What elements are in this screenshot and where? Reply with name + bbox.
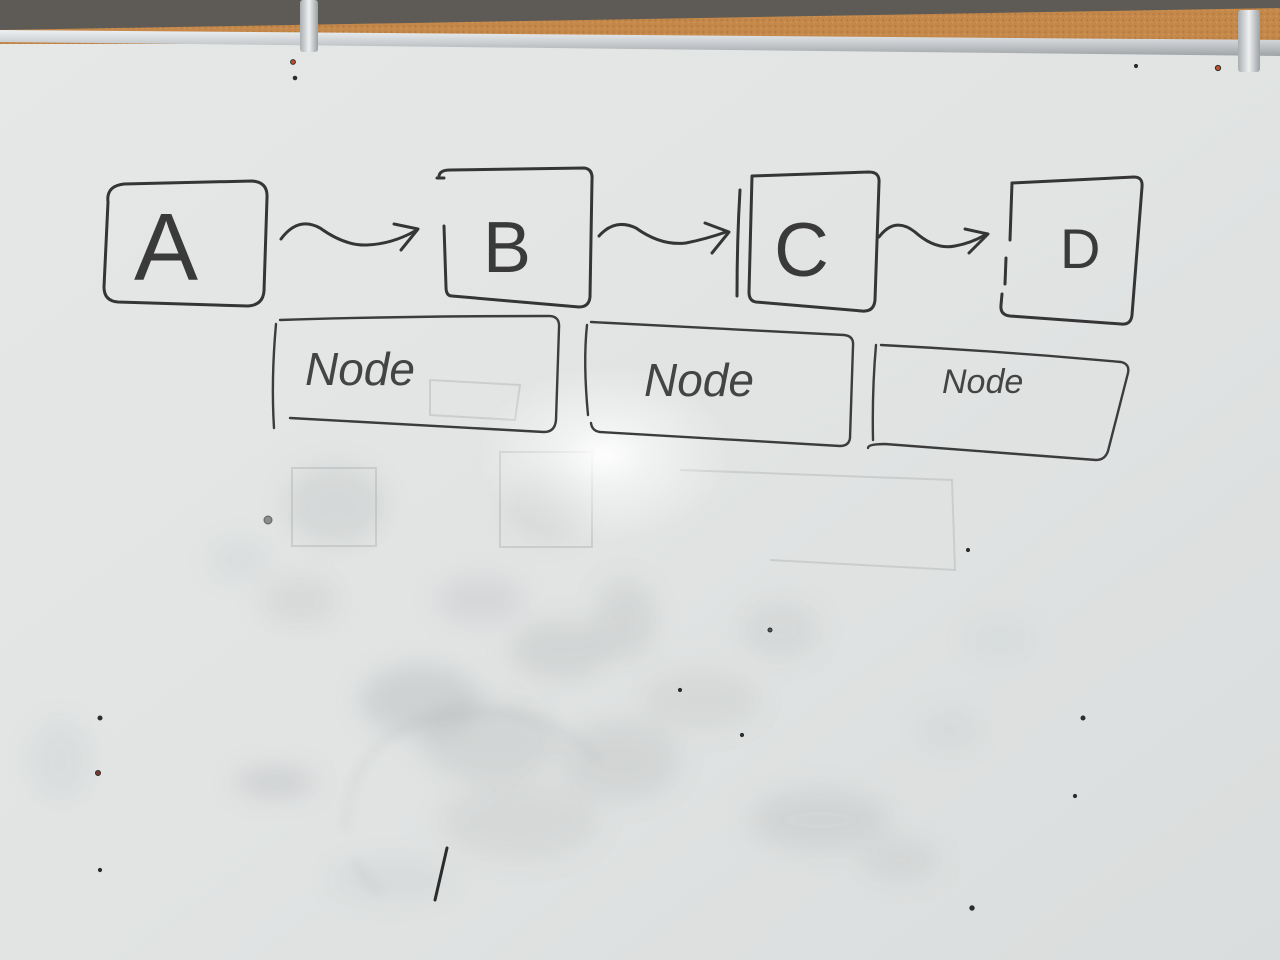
rail-clip-left: [300, 0, 318, 52]
eraser-smudges: [30, 465, 1035, 900]
arrow-a-to-b: [279, 222, 420, 252]
rail-clip-right: [1238, 10, 1260, 72]
arrow-b-to-c: [597, 221, 731, 255]
light-glare: [475, 365, 735, 545]
box-c: C: [735, 170, 881, 313]
node-box-1: Node: [271, 314, 561, 434]
box-a-label: A: [134, 194, 198, 301]
faint-erased-arcs: [344, 711, 601, 893]
arrow-c-to-d: [877, 223, 990, 255]
node-label-3: Node: [942, 363, 1023, 401]
box-d-label: D: [1060, 217, 1100, 280]
box-c-label: C: [774, 208, 829, 293]
aluminum-rail: [0, 30, 1280, 56]
stray-marks: [95, 59, 1222, 911]
node-box-3: Node: [866, 343, 1130, 462]
box-d: D: [999, 175, 1144, 326]
node-box-2: Node: [584, 320, 855, 448]
box-b-label: B: [483, 208, 531, 288]
box-b: B: [435, 166, 594, 309]
box-a: A: [102, 179, 269, 308]
node-label-2: Node: [644, 354, 754, 406]
node-label-1: Node: [305, 343, 415, 395]
